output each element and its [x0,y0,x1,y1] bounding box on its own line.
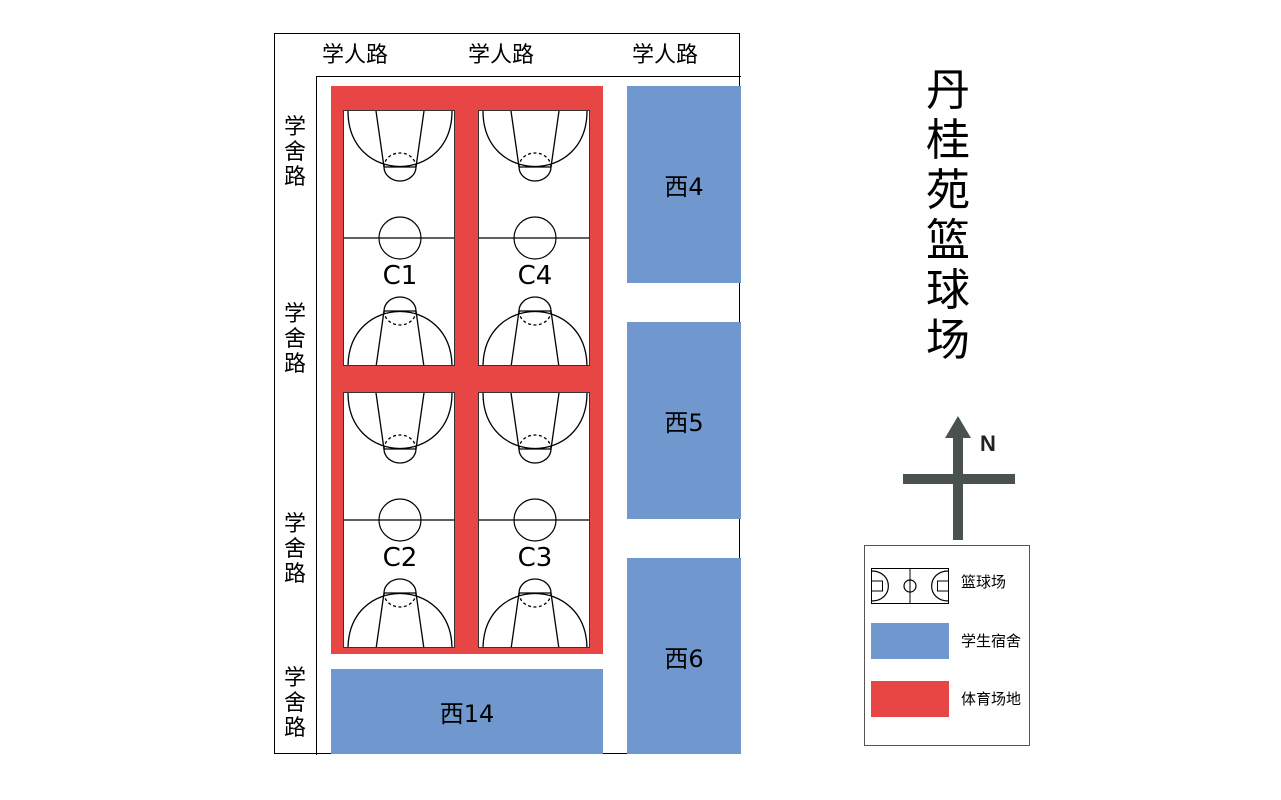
building-xi14[interactable]: 西14 [331,669,603,754]
building-xi4[interactable]: 西4 [627,86,741,283]
court-c1[interactable]: C1 [343,110,455,366]
legend-swatch-dorm [871,623,949,659]
sports-area: C1 C4 C2 C3 [331,86,603,654]
road-label-left-2: 学舍路 [283,302,306,377]
basketball-court-lines [344,393,454,647]
building-xi6[interactable]: 西6 [627,558,741,754]
basketball-court-lines [479,111,589,365]
court-label: C2 [382,543,418,573]
court-label: C4 [517,261,553,291]
basketball-court-lines [344,111,454,365]
court-c4[interactable]: C4 [478,110,590,366]
legend: 篮球场 学生宿舍 体育场地 [864,545,1030,746]
road-label-left-4: 学舍路 [283,666,306,741]
road-left-edge [316,76,317,755]
building-label: 西4 [664,173,704,201]
court-label: C3 [517,543,553,573]
road-label-left-1: 学舍路 [283,115,306,190]
court-label: C1 [382,261,418,291]
road-label-top-1: 学人路 [322,43,389,68]
building-label: 西14 [439,700,495,728]
court-c3[interactable]: C3 [478,392,590,648]
basketball-court-lines [479,393,589,647]
building-xi5[interactable]: 西5 [627,322,741,519]
legend-label-sports: 体育场地 [961,690,1022,708]
road-label-top-3: 学人路 [632,43,699,68]
map-title: 丹桂苑 篮球场 [926,65,970,366]
legend-label-court: 篮球场 [961,573,1007,591]
compass-icon [903,416,1015,540]
legend-swatch-sports [871,681,949,717]
building-label: 西6 [664,644,704,673]
road-top-edge [316,76,741,77]
legend-label-dorm: 学生宿舍 [961,632,1022,650]
building-label: 西5 [664,409,704,437]
compass-north-label: N [980,431,996,456]
court-c2[interactable]: C2 [343,392,455,648]
road-label-left-3: 学舍路 [283,512,306,587]
road-label-top-2: 学人路 [468,43,535,68]
legend-court-icon [871,568,949,604]
